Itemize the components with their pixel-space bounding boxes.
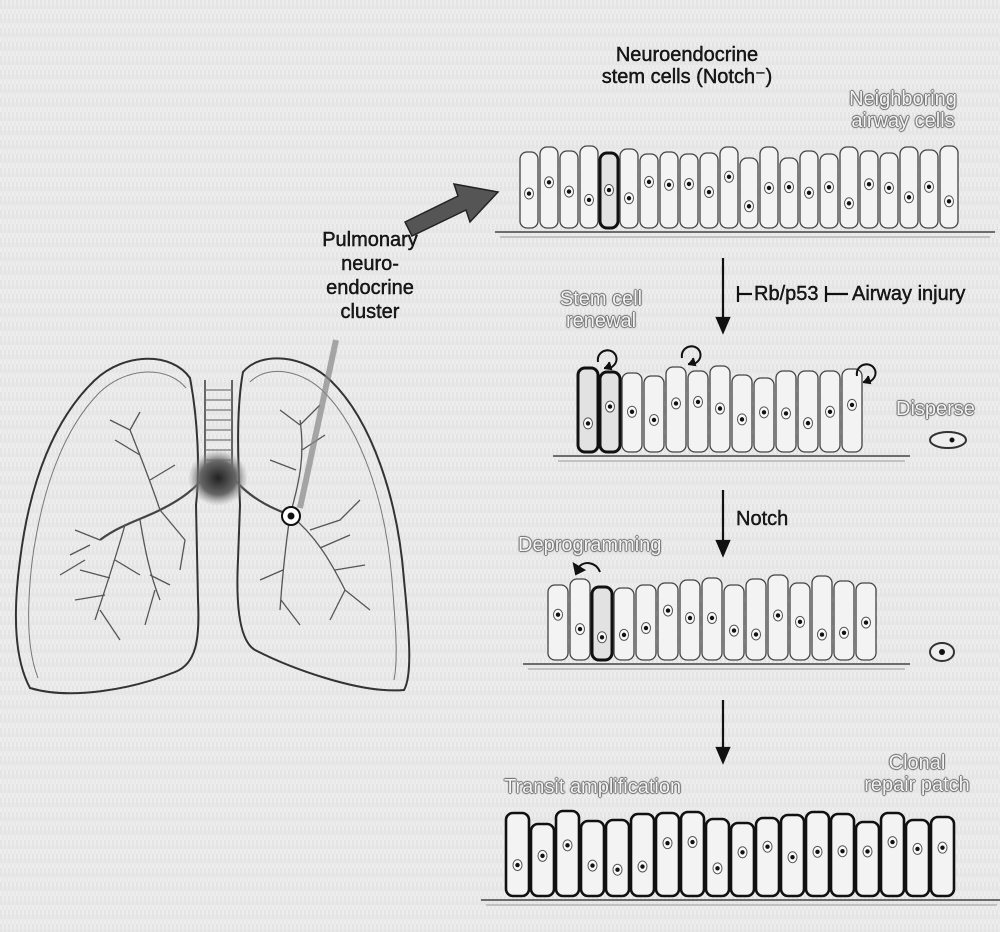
epithelial-cell xyxy=(719,146,739,229)
migrating-cell xyxy=(929,642,955,662)
label-airway-injury: Airway injury xyxy=(852,283,966,305)
epithelium-row-deprogram xyxy=(523,574,910,670)
epithelium-row-normal xyxy=(495,145,995,238)
epithelial-cell xyxy=(687,370,709,453)
epithelial-cell xyxy=(723,584,745,661)
epithelial-cell xyxy=(854,820,881,898)
epithelial-cell xyxy=(629,812,656,898)
epithelium-row-renewal xyxy=(553,365,910,462)
epithelial-cell xyxy=(839,146,859,229)
epithelium-row-repair xyxy=(481,809,1000,906)
epithelial-cell xyxy=(939,145,959,229)
epithelial-cell xyxy=(547,584,569,661)
process-arrows xyxy=(715,258,848,765)
epithelial-cell xyxy=(679,810,706,898)
label-neighboring-cells: Neighboring airway cells xyxy=(849,88,957,132)
right-lung-outline xyxy=(236,357,411,692)
epithelial-cell xyxy=(739,157,759,229)
epithelial-cell xyxy=(833,580,855,661)
epithelial-cell xyxy=(679,153,699,229)
epithelial-cell xyxy=(579,819,606,898)
dispersing-cell xyxy=(929,431,967,449)
label-stem-cell-renewal: Stem cell renewal xyxy=(559,288,643,332)
lungs-illustration xyxy=(14,339,411,695)
label-disperse: Disperse xyxy=(896,398,975,420)
epithelial-cell xyxy=(811,575,833,661)
epithelial-cell xyxy=(704,817,731,898)
epithelial-cell xyxy=(569,578,591,661)
label-rb-p53: Rb/p53 xyxy=(754,283,819,305)
epithelial-cell xyxy=(604,818,631,898)
label-ne-stem-cells: Neuroendocrine stem cells (Notch⁻) xyxy=(601,44,773,88)
epithelial-cell xyxy=(579,145,599,229)
epithelial-cell xyxy=(665,366,687,453)
epithelial-cell xyxy=(657,582,679,661)
epithelial-cell xyxy=(904,818,931,898)
epithelial-cell xyxy=(619,148,639,229)
label-pulmonary-cluster: Pulmonary neuro- endocrine cluster xyxy=(322,229,418,323)
renewal-arrows xyxy=(572,345,877,576)
epithelial-cell xyxy=(504,811,531,898)
label-transit-amplification: Transit amplification xyxy=(504,776,682,798)
epithelial-cell xyxy=(554,809,581,898)
epithelial-cell xyxy=(576,366,600,454)
airway-epithelium-panels xyxy=(481,145,1000,906)
epithelial-cell xyxy=(654,811,681,898)
zoom-arrow xyxy=(403,183,500,237)
epithelial-cell xyxy=(639,153,659,229)
epithelial-cell xyxy=(929,815,956,898)
epithelial-cell xyxy=(797,370,819,453)
label-clonal-repair-patch: Clonal repair patch xyxy=(864,752,970,796)
epithelial-cell xyxy=(754,816,781,898)
epithelial-cell xyxy=(613,587,635,661)
epithelial-cell xyxy=(745,578,767,661)
label-notch: Notch xyxy=(736,508,789,530)
label-deprogramming: Deprogramming xyxy=(518,534,662,556)
epithelial-cell xyxy=(879,811,906,898)
epithelial-cell xyxy=(729,821,756,898)
left-lung-outline xyxy=(14,357,200,695)
epithelial-cell xyxy=(899,146,919,229)
epithelial-cell xyxy=(590,585,614,662)
